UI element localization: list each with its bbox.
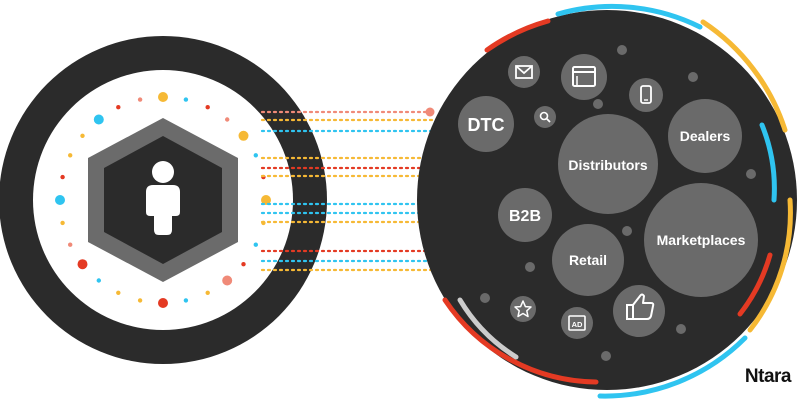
ring-dot: [116, 105, 121, 110]
ring-dot: [225, 117, 230, 122]
person-icon: [146, 161, 180, 235]
ring-dot: [55, 195, 65, 205]
customer-circle: [0, 36, 327, 364]
ring-dot: [253, 242, 258, 247]
ring-dot: [60, 220, 65, 226]
browser-window-icon: [561, 54, 607, 100]
ring-dot: [137, 97, 143, 102]
arc-red-bottom: [442, 297, 599, 385]
b2b-label: B2B: [509, 208, 541, 225]
retail-label: Retail: [569, 252, 607, 268]
decor-dots: [480, 45, 756, 361]
ring-dot: [93, 114, 104, 125]
arc-blue-bottom: [597, 335, 748, 399]
arc-yellow-right: [747, 197, 793, 333]
ring-dot: [222, 275, 233, 286]
distributors-bubble[interactable]: Distributors: [558, 114, 658, 214]
dtc-bubble[interactable]: DTC: [458, 96, 514, 152]
ring-dot: [261, 195, 271, 205]
ring-dot: [241, 262, 246, 267]
dtc-label: DTC: [468, 115, 505, 135]
ring-dot: [96, 278, 102, 283]
ring-dot: [116, 290, 121, 295]
email-icon: [508, 56, 540, 88]
search-icon: [534, 106, 556, 128]
dealers-bubble[interactable]: Dealers: [668, 99, 742, 173]
outer-arcs: [442, 3, 793, 399]
ring-dot: [183, 97, 189, 102]
ring-dot: [68, 242, 73, 247]
marketplaces-bubble[interactable]: Marketplaces: [644, 183, 758, 297]
connector-endpoint: [425, 107, 435, 117]
ring-dot: [183, 298, 189, 303]
arc-gray-bottom: [457, 297, 519, 360]
star-icon: [510, 296, 536, 322]
svg-text:AD: AD: [572, 320, 583, 329]
b2b-bubble[interactable]: B2B: [498, 188, 552, 242]
mobile-phone-icon: [629, 78, 663, 112]
thumbs-up-icon: [613, 285, 665, 337]
ring-dot: [205, 290, 210, 295]
ring-dot: [158, 298, 168, 308]
ring-dot: [77, 259, 88, 270]
ad-icon: AD: [561, 307, 593, 339]
ring-dot: [238, 130, 249, 141]
arc-red-right: [737, 252, 773, 317]
ring-dot: [253, 153, 258, 158]
dealers-label: Dealers: [680, 128, 731, 144]
arc-blue-right: [759, 122, 777, 203]
arc-yellow-top: [700, 19, 788, 133]
ring-dot: [80, 133, 85, 138]
marketplaces-label: Marketplaces: [657, 232, 746, 248]
distributors-label: Distributors: [568, 157, 648, 173]
ring-dot: [137, 298, 143, 303]
retail-bubble[interactable]: Retail: [552, 224, 624, 296]
ring-dot: [205, 105, 210, 110]
arc-red-top: [484, 18, 551, 53]
brand-logo: Ntara: [744, 366, 792, 387]
arc-blue-top: [555, 3, 703, 30]
ring-dot: [158, 92, 168, 102]
channels-circle: AD DTC Distributors Dealers B2B Marketpl…: [417, 3, 797, 399]
ring-dot: [60, 174, 65, 180]
ring-dot: [68, 153, 73, 158]
